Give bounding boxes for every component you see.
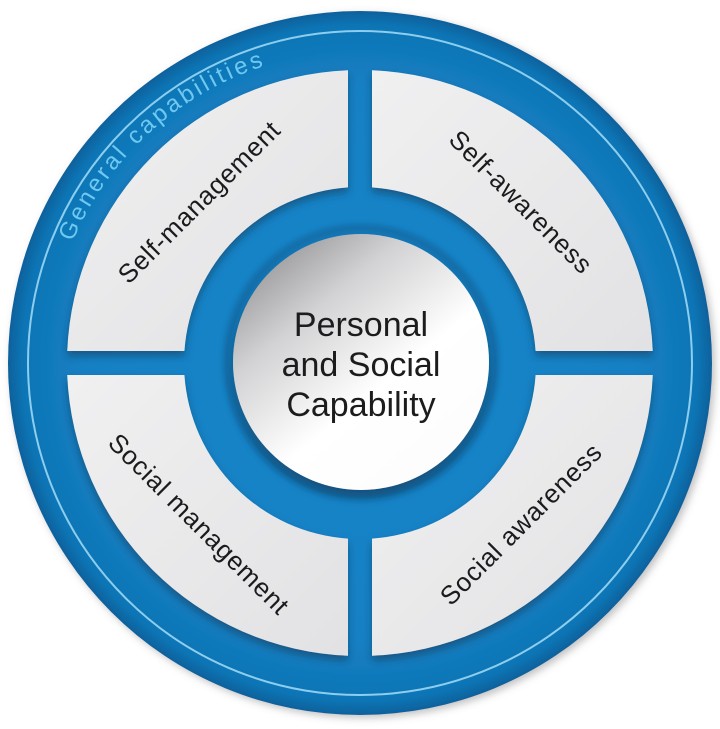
- quadrant-social-management-segment[interactable]: [67, 375, 348, 656]
- quadrant-social-awareness-segment[interactable]: [372, 375, 653, 656]
- quadrant-self-awareness-segment[interactable]: [372, 70, 653, 351]
- center-circle[interactable]: [233, 234, 489, 490]
- center-hub: Personal and Social Capability: [233, 234, 489, 490]
- quadrant-social-management: Social management: [67, 375, 348, 656]
- center-title-line-2: and Social: [282, 346, 441, 384]
- ring-accent-arc: [27, 30, 693, 696]
- center-title-line-1: Personal: [294, 306, 428, 344]
- center-title-line-3: Capability: [286, 386, 435, 424]
- center-circle-rim-shadow: [223, 224, 499, 500]
- quadrant-self-management-segment[interactable]: [67, 70, 348, 351]
